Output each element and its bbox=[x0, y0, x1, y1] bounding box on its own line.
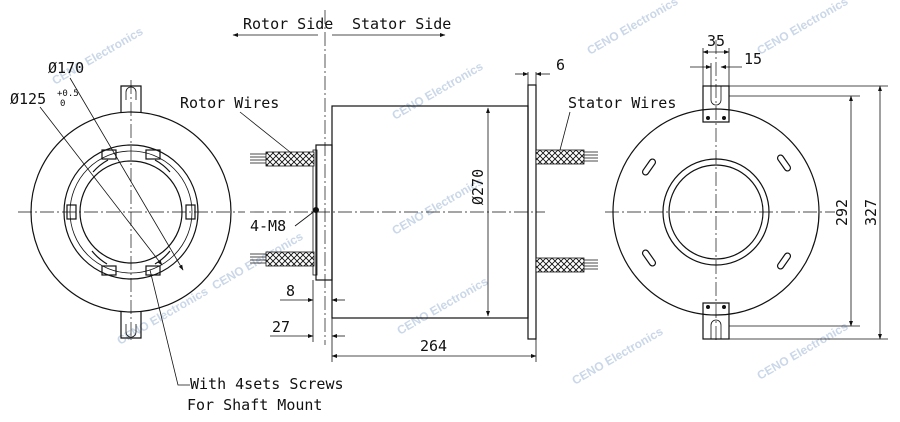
arc-slot bbox=[91, 250, 108, 265]
d170-leader bbox=[69, 77, 184, 271]
set-screw bbox=[145, 265, 161, 276]
watermark: CENO Electronics bbox=[390, 59, 486, 123]
stator-wire-bundle-top bbox=[535, 149, 585, 165]
tab-bolt bbox=[722, 305, 726, 309]
set-screw bbox=[185, 204, 196, 220]
screws-note-line1: With 4sets Screws bbox=[190, 375, 344, 393]
rotor-wire-leads-bottom bbox=[250, 253, 266, 264]
rotor-wires-leader bbox=[239, 111, 291, 153]
d125-leader bbox=[39, 106, 163, 266]
stator-wires-label: Stator Wires bbox=[568, 94, 676, 112]
stator-wire-bundle-bottom bbox=[535, 257, 585, 273]
set-screw bbox=[101, 149, 117, 160]
tab-bolt bbox=[706, 116, 710, 120]
top-mounting-tab bbox=[120, 85, 142, 113]
rotor-ring-inner bbox=[69, 150, 193, 274]
stator-bore-outer bbox=[662, 158, 770, 266]
d292-dimension: 292 bbox=[833, 199, 851, 226]
screws-note-line2: For Shaft Mount bbox=[187, 396, 322, 414]
watermarks: CENO Electronics CENO Electronics CENO E… bbox=[50, 0, 851, 388]
rotor-flange bbox=[315, 144, 333, 281]
bottom-stator-tab-slot bbox=[710, 319, 722, 339]
watermark: CENO Electronics bbox=[755, 319, 851, 383]
d125-tolerance-lower: 0 bbox=[60, 99, 65, 109]
bottom-mounting-tab bbox=[120, 311, 142, 339]
stator-slot bbox=[641, 249, 657, 267]
bottom-stator-tab bbox=[702, 302, 730, 340]
stator-wire-leads-bottom bbox=[584, 259, 598, 270]
m8-label: 4-M8 bbox=[250, 217, 286, 235]
stator-flange-circle bbox=[612, 108, 820, 316]
d8-dimension: 8 bbox=[286, 282, 295, 300]
watermark: CENO Electronics bbox=[570, 324, 666, 388]
stator-flange bbox=[527, 84, 537, 340]
d15-dimension: 15 bbox=[744, 50, 762, 68]
watermark: CENO Electronics bbox=[395, 274, 491, 338]
watermark: CENO Electronics bbox=[755, 0, 851, 58]
stator-bore-inner bbox=[668, 164, 764, 260]
arc-slot bbox=[92, 159, 109, 173]
m8-leader bbox=[294, 209, 317, 227]
rotor-wires-label: Rotor Wires bbox=[180, 94, 279, 112]
flange-thickness-dimension: 6 bbox=[556, 56, 565, 74]
top-tab-slot bbox=[125, 86, 137, 100]
set-screw bbox=[101, 265, 117, 276]
rotor-wire-bundle-top bbox=[265, 151, 315, 167]
outer-flange-circle bbox=[30, 111, 232, 313]
tab-bolt bbox=[706, 305, 710, 309]
d125-tolerance-upper: +0.5 bbox=[57, 89, 79, 99]
d270-dimension: Ø270 bbox=[469, 169, 487, 205]
d327-dimension: 327 bbox=[862, 199, 880, 226]
top-stator-tab bbox=[702, 85, 730, 123]
rotor-wire-leads-top bbox=[250, 153, 266, 164]
shaft-bore bbox=[79, 160, 183, 264]
rotor-ring-outer bbox=[63, 144, 199, 280]
stator-slot bbox=[641, 158, 657, 176]
d27-dimension: 27 bbox=[272, 318, 290, 336]
arc-slot bbox=[154, 159, 171, 173]
stator-wires-leader bbox=[559, 111, 571, 151]
side-view bbox=[232, 10, 598, 362]
length-dimension: 264 bbox=[420, 337, 447, 355]
screws-leader bbox=[149, 269, 190, 386]
arc-slot bbox=[154, 250, 171, 265]
watermark: CENO Electronics bbox=[585, 0, 681, 58]
top-stator-tab-slot bbox=[710, 86, 722, 106]
stator-slot bbox=[776, 252, 792, 270]
stator-wire-leads-top bbox=[584, 151, 598, 162]
set-screw bbox=[145, 149, 161, 160]
d170-dimension: Ø170 bbox=[48, 59, 84, 77]
stator-side-label: Stator Side bbox=[352, 15, 451, 33]
rotor-side-label: Rotor Side bbox=[243, 15, 333, 33]
rotor-wire-bundle-bottom bbox=[265, 251, 315, 267]
tab-bolt bbox=[722, 116, 726, 120]
rotor-end-view bbox=[18, 77, 245, 386]
d125-dimension: Ø125 bbox=[10, 90, 46, 108]
stator-end-view bbox=[605, 40, 888, 340]
watermark: CENO Electronics bbox=[50, 24, 146, 88]
stator-slot bbox=[776, 154, 792, 172]
set-screw bbox=[66, 204, 77, 220]
d35-dimension: 35 bbox=[707, 32, 725, 50]
bottom-tab-slot bbox=[125, 324, 137, 338]
